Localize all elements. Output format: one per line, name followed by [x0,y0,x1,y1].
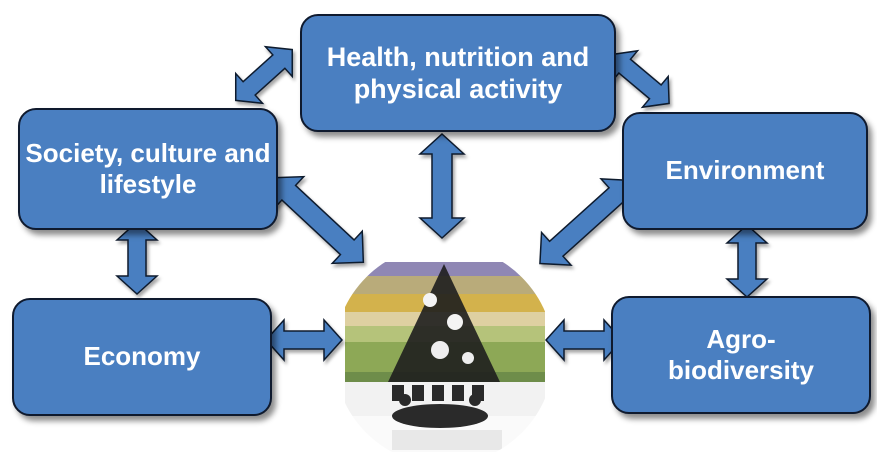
node-society: Society, culture and lifestyle [18,108,278,230]
node-environment: Environment [622,112,868,230]
node-health-label: Health, nutrition and physical activity [326,41,590,104]
node-agro-label: Agro- biodiversity [668,323,814,385]
arrow-health-center [418,132,466,240]
arrow-society-center [271,175,365,265]
node-environment-label: Environment [665,155,825,186]
arrow-environment-agro [725,223,769,299]
node-economy-label: Economy [83,341,201,372]
mediterranean-diet-pyramid-image [334,245,554,452]
node-society-label: Society, culture and lifestyle [25,137,271,199]
node-economy: Economy [12,298,272,416]
node-health: Health, nutrition and physical activity [300,14,616,132]
node-agro: Agro- biodiversity [611,296,871,414]
arrow-society-economy [115,220,159,296]
arrow-economy-center [264,318,344,362]
arrow-health-society [235,45,293,105]
arrow-health-environment [610,49,670,109]
